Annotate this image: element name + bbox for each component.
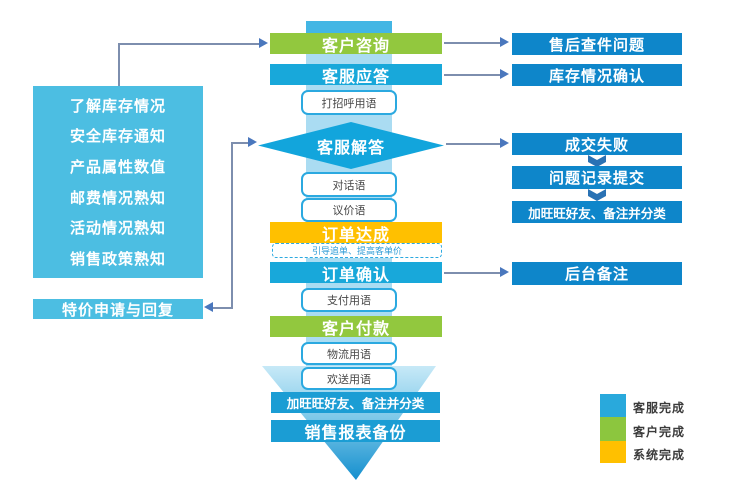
greeting-phrases-box: 打招呼用语 [301, 90, 397, 115]
customer-payment-box: 客户付款 [270, 316, 442, 338]
farewell-phrases-box: 欢送用语 [301, 367, 397, 390]
legend-label-system: 系统完成 [633, 448, 686, 462]
dialog-phrases-box: 对话语 [301, 172, 397, 197]
payment-phrases-box: 支付用语 [301, 288, 397, 312]
arrowhead-left-icon [204, 302, 213, 312]
after-sales-issue-box: 售后查件问题 [512, 33, 682, 55]
knowledge-panel: 了解库存情况 安全库存通知 产品属性数值 邮费情况熟知 活动情况熟知 销售政策熟… [33, 86, 203, 278]
knowledge-item: 活动情况熟知 [69, 220, 166, 238]
backend-note-box: 后台备注 [512, 262, 682, 285]
connector-line [231, 142, 233, 308]
knowledge-item: 产品属性数值 [69, 159, 166, 177]
inventory-confirm-box: 库存情况确认 [512, 64, 682, 86]
legend-swatch-system [600, 441, 626, 463]
legend-swatch-customer [600, 417, 626, 441]
order-reached-box: 订单达成 [270, 222, 442, 244]
connector-line [446, 143, 500, 145]
arrowhead-right-icon [500, 138, 509, 148]
add-wangwang-box: 加旺旺好友、备注并分类 [271, 392, 440, 413]
order-tip-box: 引导追单、提高客单价 [272, 243, 442, 258]
arrowhead-right-icon [259, 38, 268, 48]
connector-line [213, 307, 233, 309]
chevron-down-icon [588, 189, 606, 201]
arrowhead-right-icon [500, 267, 509, 277]
arrowhead-right-icon [248, 137, 257, 147]
connector-line [118, 43, 259, 45]
legend-swatch-service [600, 394, 626, 417]
deal-failed-box: 成交失败 [512, 133, 682, 155]
customer-inquiry-box: 客户咨询 [270, 33, 442, 55]
arrowhead-right-icon [500, 69, 509, 79]
add-wangwang-right-box: 加旺旺好友、备注并分类 [512, 201, 682, 223]
sales-report-backup-box: 销售报表备份 [271, 420, 440, 442]
connector-line [444, 272, 500, 274]
service-answer-diamond: 客服解答 [258, 122, 444, 169]
chevron-down-icon [588, 155, 606, 167]
legend-label-service: 客服完成 [633, 401, 686, 415]
legend-label-customer: 客户完成 [633, 425, 686, 439]
connector-line [231, 142, 249, 144]
flow-spine-top [306, 21, 392, 34]
logistics-phrases-box: 物流用语 [301, 342, 397, 365]
knowledge-item: 邮费情况熟知 [69, 189, 166, 207]
knowledge-item: 安全库存通知 [69, 128, 166, 146]
connector-line [118, 43, 120, 86]
order-confirm-box: 订单确认 [270, 262, 442, 284]
special-price-request-box: 特价申请与回复 [33, 299, 203, 319]
service-reply-box: 客服应答 [270, 64, 442, 86]
connector-line [444, 42, 500, 44]
arrowhead-right-icon [500, 37, 509, 47]
connector-line [444, 74, 500, 76]
knowledge-item: 销售政策熟知 [69, 251, 166, 269]
knowledge-item: 了解库存情况 [69, 97, 166, 115]
issue-record-submit-box: 问题记录提交 [512, 166, 682, 189]
bargain-phrases-box: 议价语 [301, 198, 397, 222]
